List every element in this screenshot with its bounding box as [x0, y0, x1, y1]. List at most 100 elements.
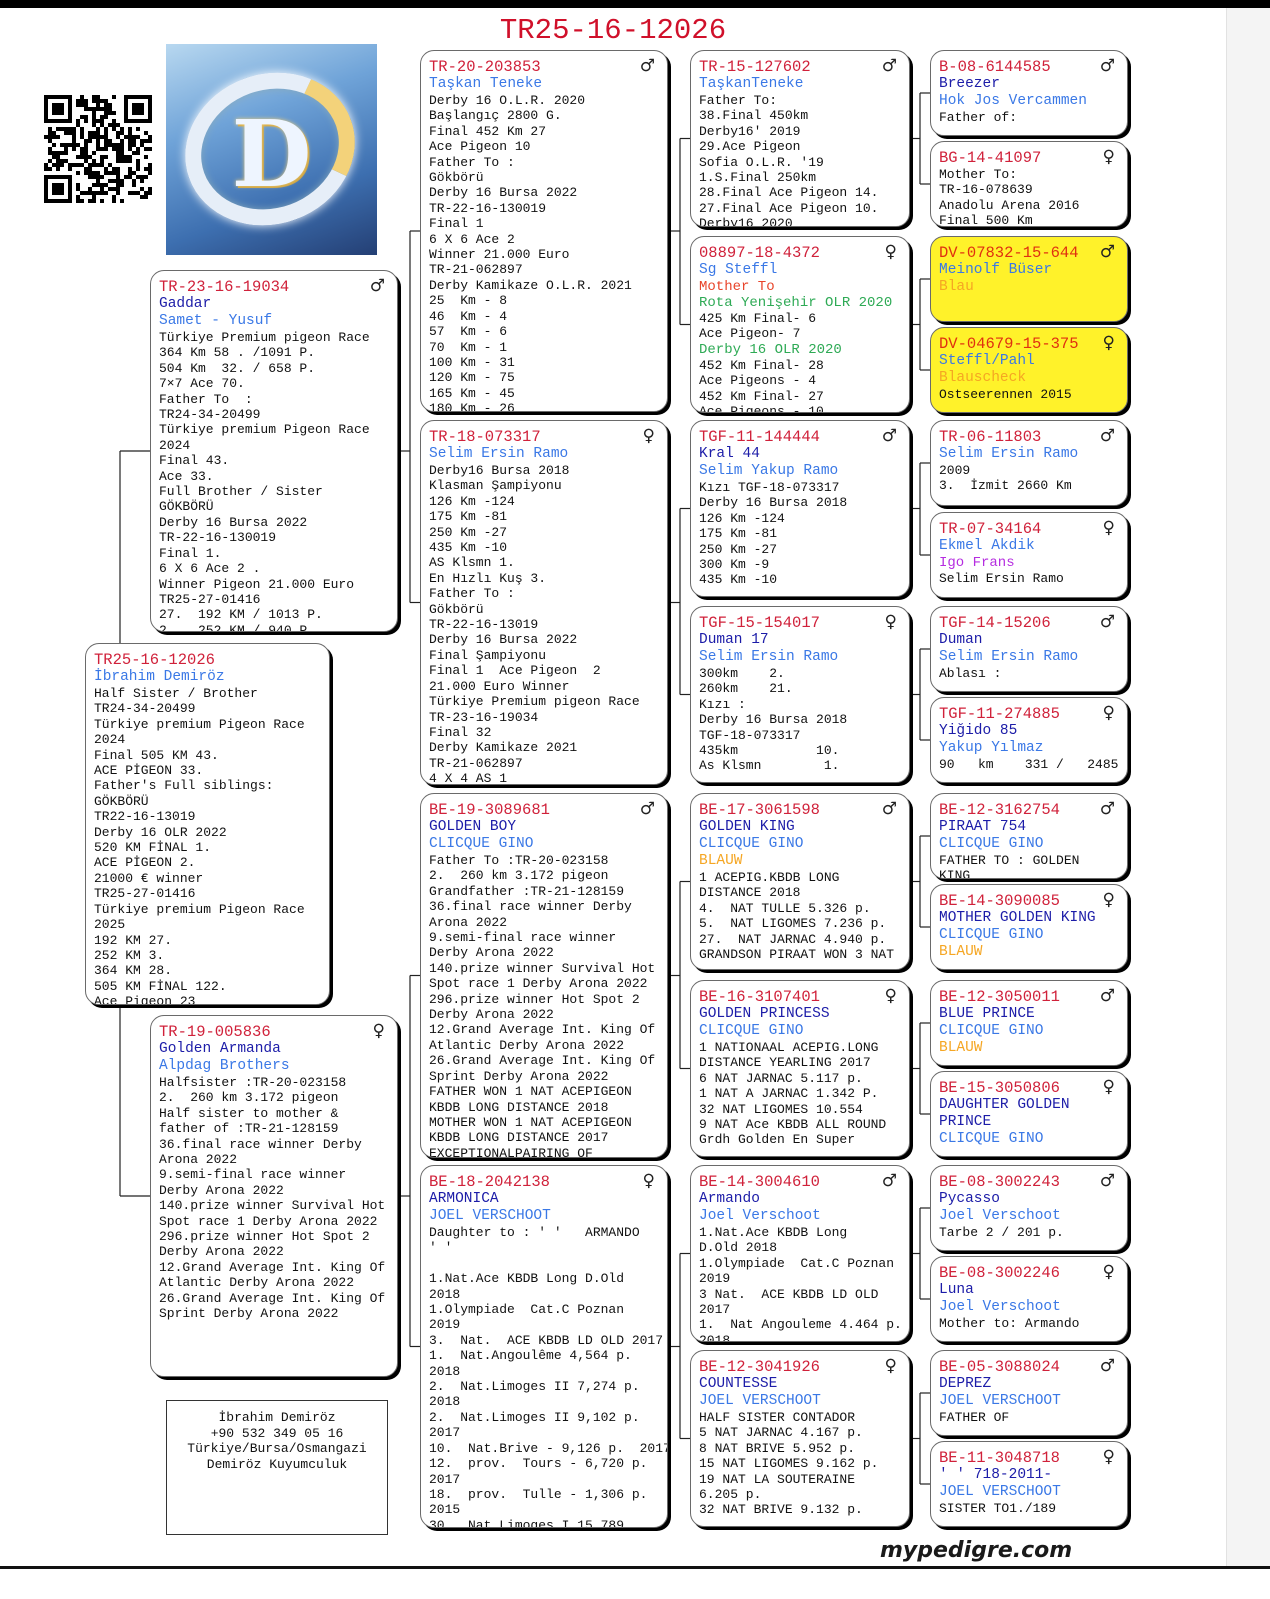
qr-module — [52, 103, 64, 115]
qr-module — [76, 119, 80, 123]
female-icon: ♀ — [1102, 333, 1115, 353]
qr-module — [100, 107, 104, 111]
qr-module — [116, 179, 120, 183]
qr-module — [96, 107, 100, 111]
qr-module — [116, 123, 120, 127]
pedigree-note: Derby 16 OLR 2020 — [699, 341, 842, 358]
ring-number: BE-08-3002246 — [939, 1264, 1060, 1282]
ring-number: BE-18-2042138 — [429, 1173, 550, 1191]
qr-module — [112, 199, 116, 203]
qr-module — [116, 175, 120, 179]
pedigree-note: 36.final race winner Derby — [429, 899, 632, 915]
pedigree-note: 1.Nat.Ace KBDB Long D.Old — [429, 1271, 625, 1287]
qr-module — [148, 191, 152, 195]
pigeon-name: Duman — [939, 632, 983, 648]
pedigree-note: SISTER TO1./189 — [939, 1501, 1057, 1516]
qr-module — [52, 151, 56, 155]
qr-module — [132, 151, 136, 155]
qr-module — [144, 167, 148, 171]
ring-number: TR-07-34164 — [939, 520, 1042, 538]
pedigree-note: Rota Yenişehir OLR 2020 — [699, 295, 893, 311]
qr-module — [84, 115, 88, 119]
qr-module — [104, 139, 108, 143]
ring-number: TR-15-127602 — [699, 58, 811, 76]
pedigree-note: 296.prize winner Hot Spot 2 — [429, 991, 640, 1007]
pedigree-note: 12.Grand Average Int. King Of — [159, 1259, 386, 1275]
pedigree-note: Derby 16 Bursa 2022 — [429, 185, 578, 201]
female-icon: ♀ — [884, 612, 897, 632]
qr-module — [136, 167, 140, 171]
pedigree-note: Father To : — [429, 586, 515, 602]
pedigree-note: 435km 10. — [699, 743, 840, 759]
qr-module — [132, 143, 136, 147]
qr-module — [72, 127, 76, 131]
qr-module — [84, 191, 88, 195]
pedigree-note: 2018 — [699, 1332, 731, 1342]
male-icon: ♂ — [369, 276, 385, 296]
breeder-name: Joel Verschoot — [939, 1208, 1061, 1224]
pedigree-note: 21.000 Euro Winner — [429, 678, 570, 694]
pedigree-note: 27. NAT JARNAC 4.940 p. — [699, 931, 887, 947]
pedigree-note: Derby16 Bursa 2018 — [429, 463, 570, 478]
pedigree-note: Derby 16 Bursa 2022 — [159, 514, 308, 530]
qr-module — [104, 107, 108, 111]
qr-module — [144, 191, 148, 195]
qr-module — [92, 99, 96, 103]
qr-module — [104, 103, 108, 107]
qr-module — [120, 147, 124, 151]
qr-module — [116, 131, 120, 135]
pedigree-card[interactable]: BE-11-3048718♀' ' 718-2011-JOEL VERSCHOO… — [930, 1441, 1128, 1527]
pedigree-note: TR-22-16-13019 — [429, 617, 539, 633]
pedigree-note: 2017 — [429, 1425, 461, 1441]
qr-module — [96, 171, 100, 175]
qr-module — [56, 163, 60, 167]
qr-module — [128, 159, 132, 163]
breeder-contact-box: İbrahim Demiröz +90 532 349 05 16 Türkiy… — [166, 1400, 388, 1535]
pigeon-name: Duman 17 — [699, 632, 769, 648]
pedigree-note: 4 X 4 AS 1 — [429, 771, 508, 785]
pedigree-note: Türkiye premium Pigeon Race — [94, 901, 305, 917]
qr-module — [88, 107, 92, 111]
pedigree-note: Derby Arona 2022 — [429, 1007, 554, 1023]
pigeon-name: GOLDEN BOY — [429, 819, 517, 835]
qr-module — [100, 115, 104, 119]
qr-module — [96, 119, 100, 123]
qr-module — [96, 183, 100, 187]
ring-number: 08897-18-4372 — [699, 244, 820, 262]
pedigree-note: Grdh Golden En Super — [699, 1132, 856, 1148]
pedigree-note: 250 Km -27 — [429, 524, 508, 540]
pigeon-name: PRINCE — [939, 1114, 992, 1130]
qr-module — [88, 187, 92, 191]
qr-module — [104, 143, 108, 147]
